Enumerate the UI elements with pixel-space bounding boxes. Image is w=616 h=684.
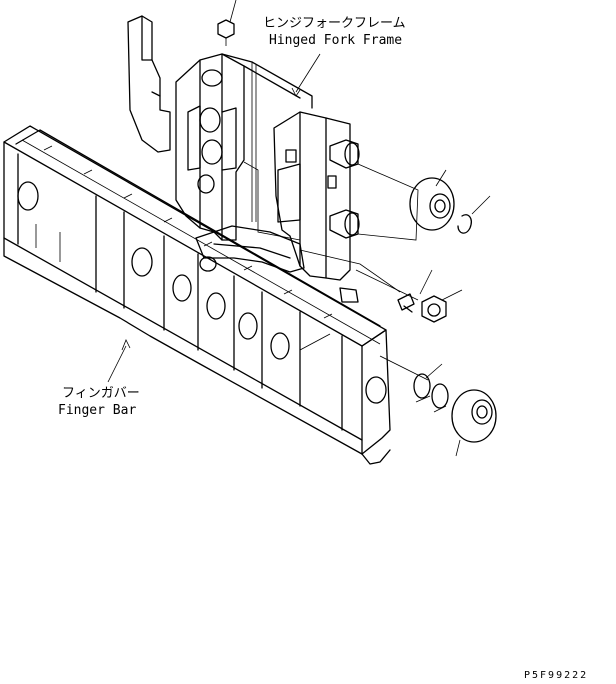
finger-bar-label-jp: フィンガバー: [62, 386, 140, 401]
upper-roller: [409, 177, 455, 231]
hinged-fork-frame: [127, 0, 360, 303]
lower-ring-1: [413, 373, 431, 399]
lower-ring-2: [431, 383, 449, 409]
leader-lines: [107, 53, 491, 457]
pivot-pin: [421, 295, 447, 323]
drawing-code: P5F99222: [524, 670, 589, 681]
finger-bar: [3, 125, 391, 465]
finger-bar-label-en: Finger Bar: [58, 403, 137, 418]
hinged-fork-frame-label-en: Hinged Fork Frame: [269, 33, 403, 48]
assembly-guide-lines: [243, 161, 429, 381]
loose-parts: [397, 177, 497, 443]
shim: [397, 293, 415, 311]
hinged-fork-frame-label-jp: ヒンジフォークフレーム: [263, 16, 406, 31]
lower-roller: [451, 389, 497, 443]
upper-snap-ring: [457, 214, 472, 234]
